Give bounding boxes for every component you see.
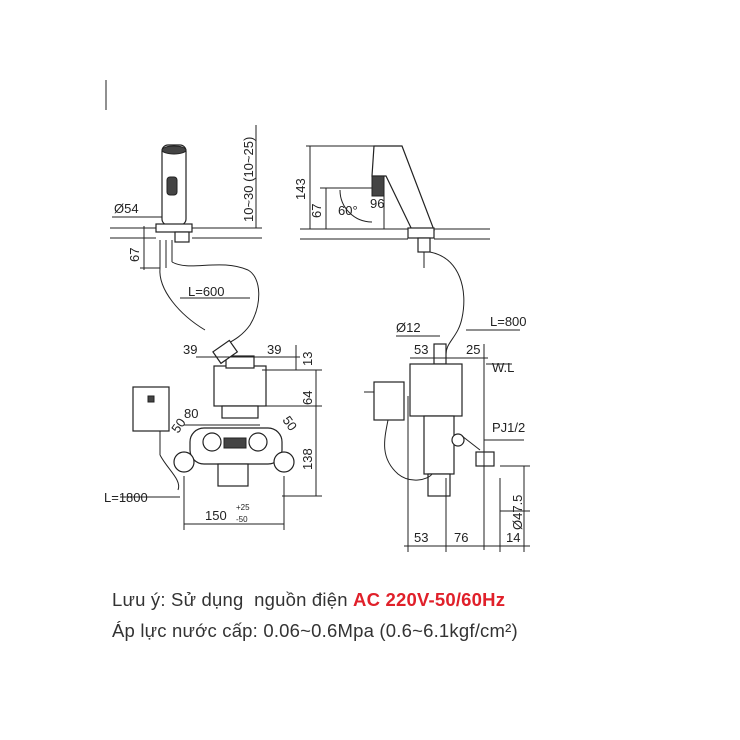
dim-l800: L=800 xyxy=(490,314,527,329)
dim-tol-plus: +25 xyxy=(236,503,250,512)
dim-d50-right: 50 xyxy=(280,413,301,433)
side-view xyxy=(300,145,530,552)
dim-d39-right: 39 xyxy=(267,342,281,357)
dim-d14: 14 xyxy=(506,530,520,545)
dim-h143: 143 xyxy=(293,178,308,200)
front-view xyxy=(105,80,322,530)
dim-d53-top: 53 xyxy=(414,342,428,357)
dim-d53-bottom: 53 xyxy=(414,530,428,545)
dim-d96: 96 xyxy=(370,196,384,211)
dim-d13: 13 xyxy=(300,352,315,366)
pressure-note: Áp lực nước cấp: 0.06~0.6Mpa (0.6~6.1kgf… xyxy=(112,620,518,641)
dim-angle60: 60° xyxy=(338,203,358,218)
dim-dia47-5: Ø47.5 xyxy=(510,495,525,530)
dim-d50-left: 50 xyxy=(168,415,189,435)
power-note: Lưu ý: Sử dụng nguồn điện AC 220V-50/60H… xyxy=(112,589,505,611)
dim-d64: 64 xyxy=(300,391,315,405)
dim-h10-30: 10~30 (10~25) xyxy=(241,137,256,222)
dim-l1800: L=1800 xyxy=(104,490,148,505)
dim-d138: 138 xyxy=(300,448,315,470)
power-note-voltage: AC 220V-50/60Hz xyxy=(353,589,506,610)
dim-l600: L=600 xyxy=(188,284,225,299)
dim-d39-left: 39 xyxy=(183,342,197,357)
dim-dia12: Ø12 xyxy=(396,320,421,335)
power-note-prefix: Lưu ý: Sử dụng nguồn điện xyxy=(112,589,354,610)
dim-d25: 25 xyxy=(466,342,480,357)
dim-wl: W.L xyxy=(492,360,514,375)
dim-h67-right: 67 xyxy=(309,204,324,218)
dim-d76: 76 xyxy=(454,530,468,545)
dim-tol-minus: -50 xyxy=(236,515,248,524)
dim-h67-left: 67 xyxy=(127,248,142,262)
dim-d80: 80 xyxy=(184,406,198,421)
dim-d150: 150 xyxy=(205,508,227,523)
dim-dia54: Ø54 xyxy=(114,201,139,216)
dim-pj: PJ1/2 xyxy=(492,420,525,435)
